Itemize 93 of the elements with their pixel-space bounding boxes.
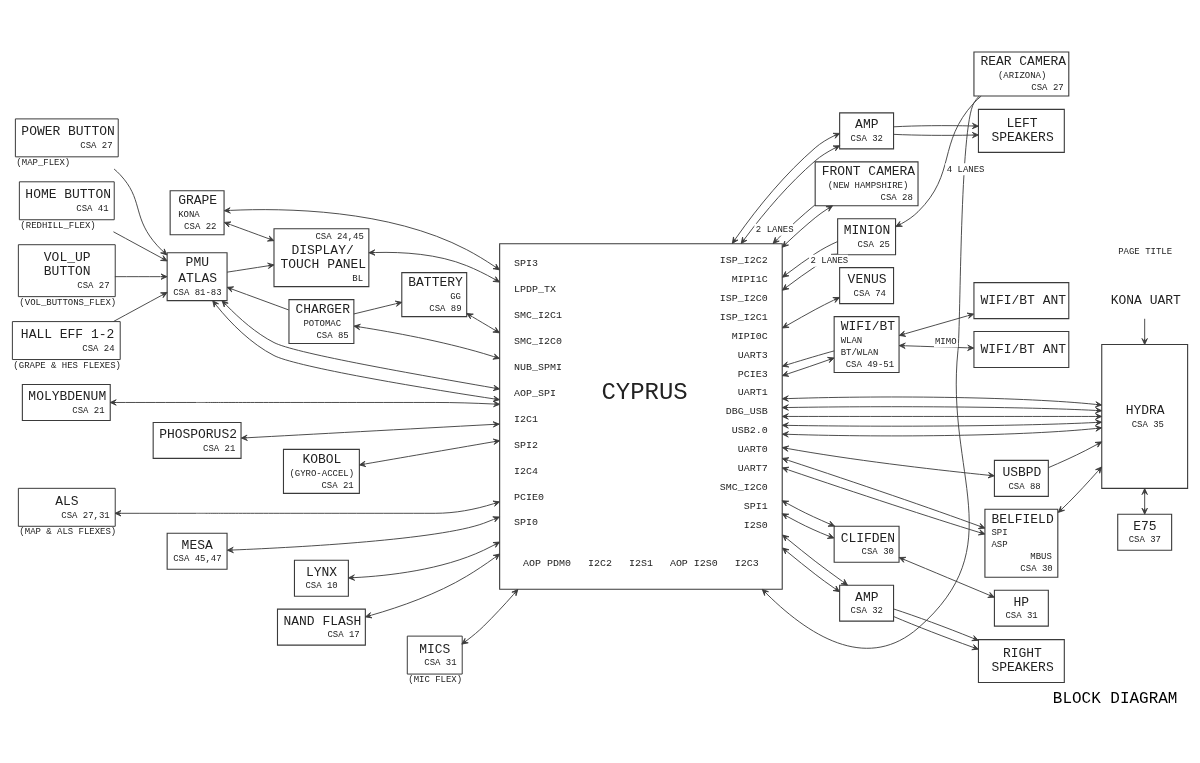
arrow	[113, 230, 168, 261]
arrow	[1048, 440, 1103, 468]
edge-label: 2 LANES	[755, 224, 794, 235]
arrow	[348, 541, 500, 581]
arrow	[781, 349, 835, 367]
arrow	[461, 588, 519, 645]
node-box: FRONT CAMERA (NEW HAMPSHIRE) CSA 28	[814, 160, 919, 206]
node-label: (VOL_BUTTONS_FLEX)	[19, 297, 117, 308]
node-text: KONA UART	[1110, 292, 1181, 308]
node-box: AMP CSA 32	[839, 584, 895, 622]
node-box: PMU ATLAS CSA 81-83	[166, 251, 228, 301]
arrow	[226, 262, 275, 273]
node-box: HP CSA 31	[993, 589, 1049, 627]
arrow	[113, 168, 168, 255]
node-box: SPI3 LPDP_TX SMC_I2C1 SMC_I2C0 NUB_SPMI AOP_SPI I2C1 SPI2 I2C4 PCIE0 SPI0 CYPRUS ISP_I2C2 MIPI1C ISP_I2C0 ISP_I2C1 MIPI0C UART3 PCIE3 UART1 DBG_USB USB2.0 UART0 UART7 SMC_I2C0 SPI1 I2S0 AOP PDM0 I2C2 I2S1 AOP I2S0 I2C3	[499, 242, 783, 590]
node-box: CSA 24,45 DISPLAY/ TOUCH PANEL BL	[273, 227, 370, 287]
arrow	[781, 204, 833, 248]
arrow	[731, 132, 841, 244]
arrow	[898, 556, 995, 598]
node-box: RIGHT SPEAKERS	[977, 638, 1065, 683]
node-label: (MIC FLEX)	[408, 674, 463, 685]
arrow	[114, 273, 168, 280]
arrow	[353, 323, 500, 360]
node-box: MINION CSA 25	[837, 217, 897, 255]
arrow	[1141, 487, 1148, 515]
arrow	[781, 356, 835, 377]
arrow	[109, 398, 501, 407]
node-box: WIFI/BT ANT	[973, 281, 1070, 319]
edge-label: 2 LANES	[810, 255, 849, 266]
node-box: LEFT SPEAKERS	[977, 108, 1065, 153]
arrow	[893, 122, 979, 129]
arrow	[223, 206, 500, 270]
node-box: HYDRA CSA 35	[1101, 343, 1189, 489]
arrow	[781, 394, 1103, 408]
node-box: GRAPE KONA CSA 22	[169, 189, 225, 235]
arrow	[368, 248, 500, 283]
node-box: NAND FLASH CSA 17	[276, 608, 366, 646]
arrow	[761, 95, 980, 649]
arrow	[226, 515, 500, 553]
arrow	[781, 424, 1103, 437]
arrow	[781, 403, 1103, 414]
node-box: KOBOL (GYRO-ACCEL) CSA 21	[282, 448, 360, 494]
arrow	[898, 342, 975, 351]
arrow	[240, 420, 500, 441]
node-label: (GRAPE & HES FLEXES)	[13, 360, 122, 371]
arrow	[114, 500, 500, 516]
node-box: MOLYBDENUM CSA 21	[21, 383, 111, 421]
node-box: USBPD CSA 88	[993, 459, 1049, 497]
node-box: BATTERY GG CSA 89	[401, 271, 468, 317]
arrow	[365, 553, 501, 618]
arrow	[223, 221, 275, 242]
arrow	[781, 466, 986, 535]
arrow	[895, 95, 982, 227]
diagram-title: BLOCK DIAGRAM	[1052, 689, 1178, 708]
node-box: MESA CSA 45,47	[166, 532, 228, 570]
arrow	[781, 499, 835, 527]
arrow	[226, 285, 290, 310]
node-box: WIFI/BT ANT	[973, 330, 1070, 368]
arrow	[353, 300, 403, 314]
arrow	[740, 144, 841, 244]
arrow	[898, 312, 975, 337]
arrow	[781, 418, 1103, 429]
arrow	[782, 547, 840, 592]
edge-label: 4 LANES	[946, 164, 985, 175]
node-box: VENUS CSA 74	[839, 266, 895, 304]
arrow	[1141, 317, 1148, 345]
arrow	[781, 456, 986, 529]
edge-label: MIMO	[935, 336, 957, 347]
node-label: (REDHILL_FLEX)	[20, 220, 96, 231]
node-box: CLIFDEN CSA 30	[833, 525, 900, 563]
node-box: BELFIELD SPI ASP MBUS CSA 30	[984, 508, 1059, 578]
node-label: (MAP & ALS FLEXES)	[19, 526, 117, 537]
arrow	[466, 312, 500, 333]
arrow	[893, 615, 979, 650]
arrow	[781, 512, 835, 539]
node-box: PHOSPORUS2 CSA 21	[152, 421, 242, 459]
arrow	[1057, 466, 1103, 513]
node-box: E75 CSA 37	[1117, 513, 1173, 551]
node-box: LYNX CSA 10	[293, 559, 349, 597]
arrow	[782, 534, 848, 586]
arrow	[113, 291, 168, 322]
label: PAGE TITLE	[1118, 246, 1173, 257]
node-box: WIFI/BT WLAN BT/WLAN CSA 49-51	[833, 315, 900, 373]
arrow	[781, 445, 995, 478]
node-label: (MAP_FLEX)	[16, 157, 71, 168]
node-box: AMP CSA 32	[839, 111, 895, 149]
arrow	[893, 608, 979, 641]
node-box: CHARGER POTOMAC CSA 85	[288, 298, 355, 344]
node-box: REAR CAMERA (ARIZONA) CSA 27	[973, 50, 1070, 96]
arrow	[893, 131, 979, 138]
arrow	[782, 296, 840, 328]
arrow	[781, 412, 1103, 420]
arrow	[359, 438, 501, 467]
